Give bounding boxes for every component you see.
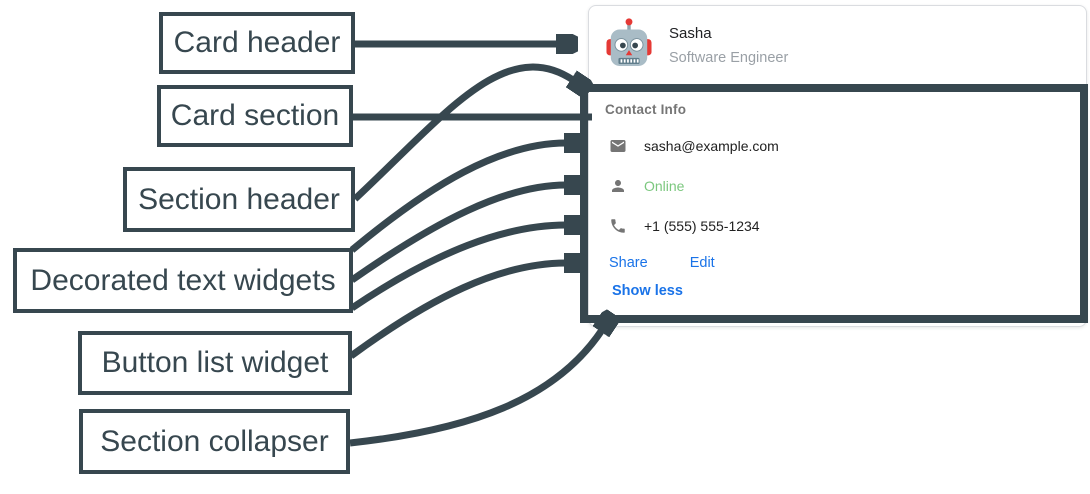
arrow-decorated-text-2 <box>349 185 566 283</box>
decorated-text-phone: +1 (555) 555-1234 <box>609 216 760 236</box>
button-list: Share Edit <box>609 255 715 271</box>
arrow-section-collapser <box>349 330 602 447</box>
label-section-header: Section header <box>123 167 355 232</box>
status-text: Online <box>644 178 685 194</box>
label-card-section: Card section <box>157 85 353 147</box>
email-text: sasha@example.com <box>644 138 779 154</box>
arrow-decorated-text-3 <box>350 225 566 311</box>
arrow-section-header <box>352 63 573 202</box>
section-header: Contact Info <box>605 102 687 117</box>
arrow-button-list <box>348 263 566 359</box>
card-title: Sasha <box>669 25 712 42</box>
share-button[interactable]: Share <box>609 255 648 271</box>
decorated-text-email: sasha@example.com <box>609 136 779 156</box>
label-decorated-text-widgets: Decorated text widgets <box>13 248 353 313</box>
robot-avatar-icon <box>606 18 652 66</box>
label-button-list-widget: Button list widget <box>78 331 352 395</box>
person-icon <box>612 180 624 192</box>
label-card-header: Card header <box>159 12 355 74</box>
card-subtitle: Software Engineer <box>669 50 789 66</box>
contact-card: Sasha Software Engineer Contact Info sas… <box>588 5 1087 327</box>
decorated-text-status: Online <box>609 176 684 196</box>
email-icon <box>610 140 626 152</box>
edit-button[interactable]: Edit <box>689 255 715 271</box>
label-section-collapser: Section collapser <box>79 409 350 474</box>
phone-icon <box>611 219 625 233</box>
section-collapser-button[interactable]: Show less <box>612 283 683 299</box>
arrow-decorated-text-1 <box>349 143 566 253</box>
card-header: Sasha Software Engineer <box>589 6 1086 86</box>
phone-text: +1 (555) 555-1234 <box>644 218 760 234</box>
